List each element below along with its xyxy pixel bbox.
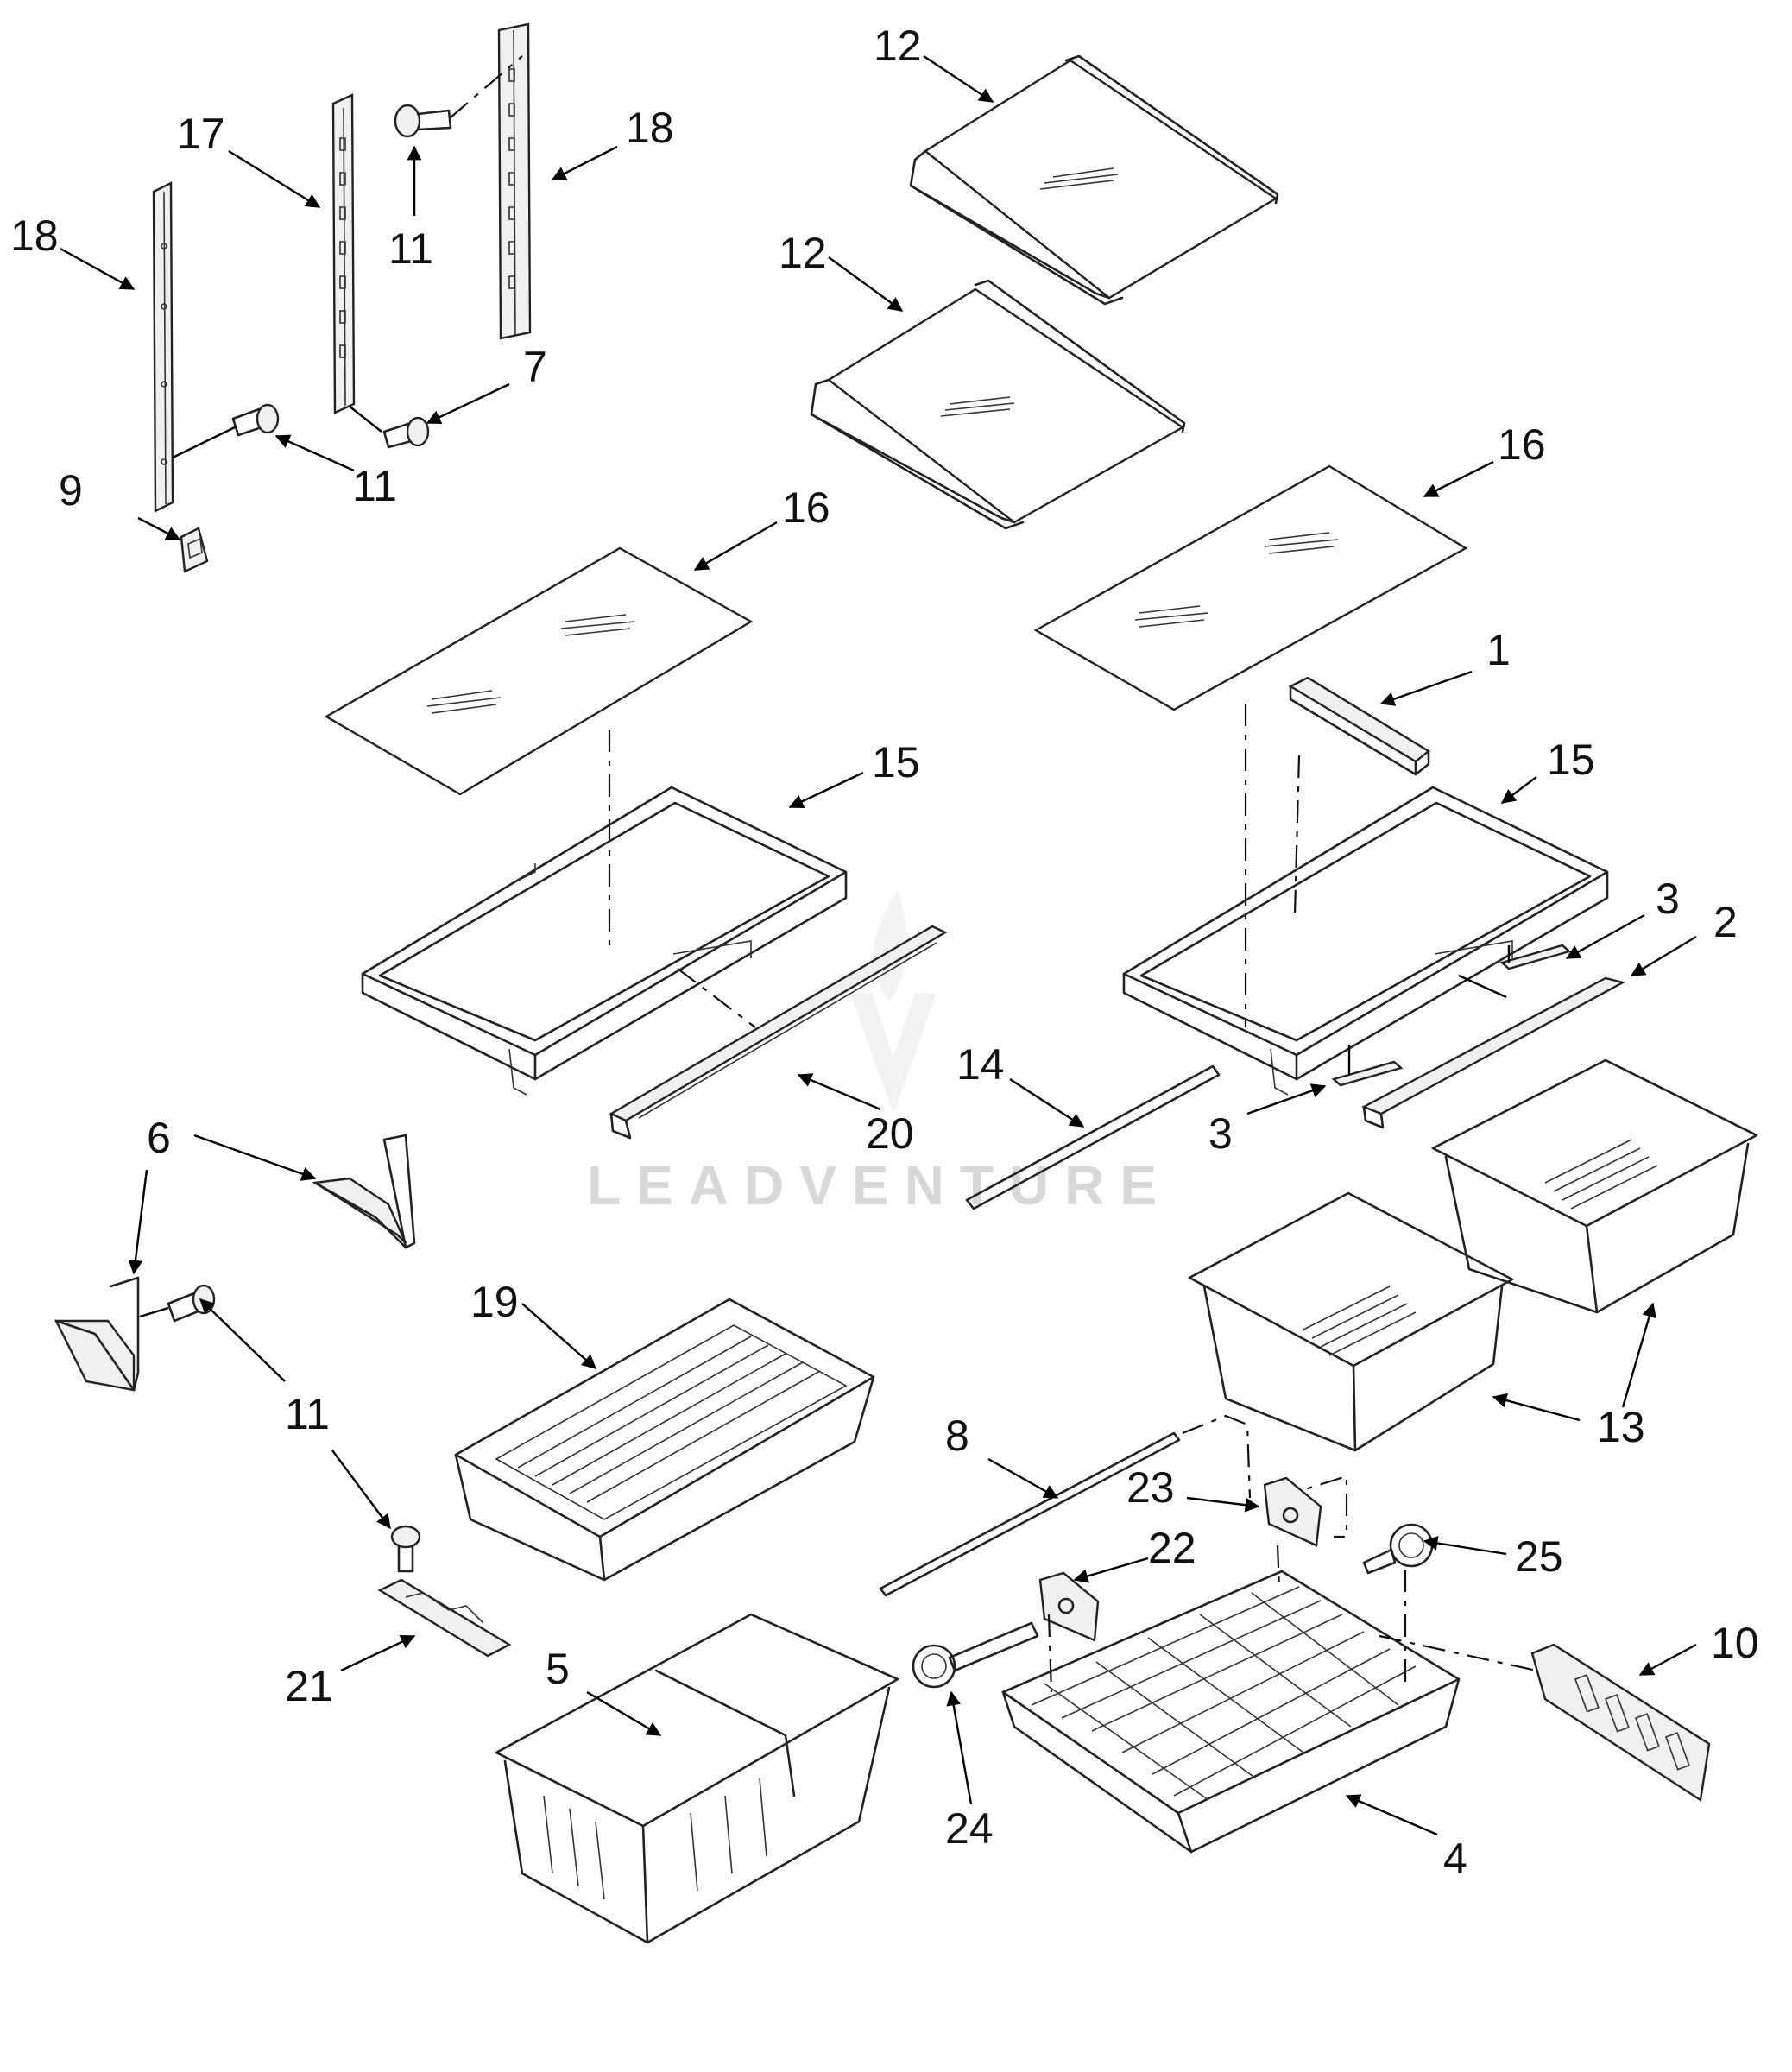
callout-25: 25 [1515, 1532, 1563, 1581]
callout-9: 9 [59, 466, 83, 515]
guide-part-23 [1277, 1475, 1348, 1538]
part-12-upper-shelf [909, 54, 1279, 306]
callout-16-right: 16 [1498, 420, 1546, 469]
part-7-screw [382, 416, 430, 449]
part-19-tray [454, 1298, 875, 1582]
part-23-bracket [1263, 1476, 1322, 1547]
part-8-rod [879, 1431, 1181, 1597]
screw-guide-7 [348, 405, 382, 433]
screw-guide-left [172, 426, 236, 459]
callout-23: 23 [1126, 1463, 1175, 1512]
part-11-screw-bottom [390, 1525, 421, 1573]
part-9-clip [180, 527, 209, 573]
part-3-clip-lower [1331, 1060, 1404, 1087]
callout-18-right: 18 [626, 104, 674, 152]
callout-17: 17 [177, 110, 225, 158]
callout-19: 19 [470, 1278, 519, 1326]
part-13-drawer-right [1431, 1058, 1758, 1314]
callout-16-left: 16 [782, 483, 830, 532]
part-21-bracket [377, 1578, 512, 1658]
part-15-left-frame [361, 786, 848, 1096]
part-6-bracket-lower [54, 1276, 140, 1392]
part-13-drawer-left [1188, 1191, 1514, 1452]
guide-part-3-upper-b [1458, 974, 1507, 999]
part-24-gear-icon [912, 1621, 1039, 1689]
part-18-right-rail [497, 22, 532, 340]
callout-14: 14 [956, 1040, 1005, 1089]
callout-11-top: 11 [388, 224, 433, 273]
callout-18-left: 18 [10, 212, 59, 260]
callout-labels: 12 12 17 18 18 11 11 7 9 16 16 1 15 15 3… [10, 22, 1759, 1883]
guide-part-4 [1276, 1545, 1281, 1589]
callout-21: 21 [285, 1662, 333, 1710]
callout-15-left: 15 [872, 738, 920, 786]
guide-screw-lower [139, 1306, 169, 1318]
part-11-screw-lower [167, 1284, 216, 1323]
guide-part-20 [677, 968, 756, 1028]
part-12-lower-shelf [810, 279, 1186, 530]
part-11-screw-top [394, 104, 452, 138]
part-2-trim [1361, 976, 1626, 1129]
part-16-right-glass [1033, 464, 1468, 711]
part-10-divider [1530, 1643, 1711, 1803]
callout-12-lower: 12 [779, 229, 827, 277]
callout-12-upper: 12 [874, 22, 922, 70]
callout-3-upper: 3 [1656, 875, 1680, 923]
part-17-rail [331, 93, 356, 414]
watermark: LEADVENTURE [587, 889, 1172, 1216]
callout-1: 1 [1486, 626, 1511, 674]
callout-24: 24 [945, 1804, 994, 1853]
callout-13: 13 [1597, 1403, 1645, 1451]
watermark-text: LEADVENTURE [587, 1154, 1172, 1216]
part-20-trim [609, 925, 948, 1140]
callout-3-lower: 3 [1208, 1109, 1233, 1158]
part-11-screw-left [231, 403, 280, 437]
callout-7: 7 [523, 343, 547, 391]
callout-10: 10 [1711, 1619, 1759, 1667]
guide-part-10 [1379, 1634, 1537, 1672]
callout-2: 2 [1713, 898, 1738, 946]
part-18-left-rail [152, 181, 174, 513]
guide-part-22 [1047, 1614, 1053, 1693]
part-15-right-frame [1122, 786, 1609, 1096]
part-25-gear-icon [1362, 1523, 1434, 1575]
part-5-freezer-bin [495, 1613, 899, 1944]
callout-5: 5 [546, 1645, 570, 1693]
callout-4: 4 [1443, 1835, 1467, 1883]
callout-15-right: 15 [1547, 736, 1595, 784]
callout-11-lower: 11 [285, 1390, 330, 1438]
screw-guide-line [450, 55, 523, 118]
callout-11-left: 11 [352, 462, 397, 510]
part-22-bracket [1038, 1571, 1100, 1642]
guide-part-1 [1293, 755, 1301, 916]
flame-logo-icon [850, 889, 937, 1114]
part-16-left-glass [324, 546, 754, 796]
callout-8: 8 [945, 1412, 969, 1460]
part-4-wire-basket [1001, 1570, 1461, 1854]
callout-20: 20 [866, 1109, 914, 1158]
part-6-bracket-upper [312, 1134, 416, 1249]
part-1-bracket [1288, 676, 1431, 776]
part-14-rod [965, 1064, 1221, 1210]
guide-part-8 [1182, 1414, 1252, 1499]
leader-lines [60, 54, 1697, 1836]
callout-6: 6 [147, 1114, 171, 1162]
callout-22: 22 [1148, 1524, 1196, 1572]
